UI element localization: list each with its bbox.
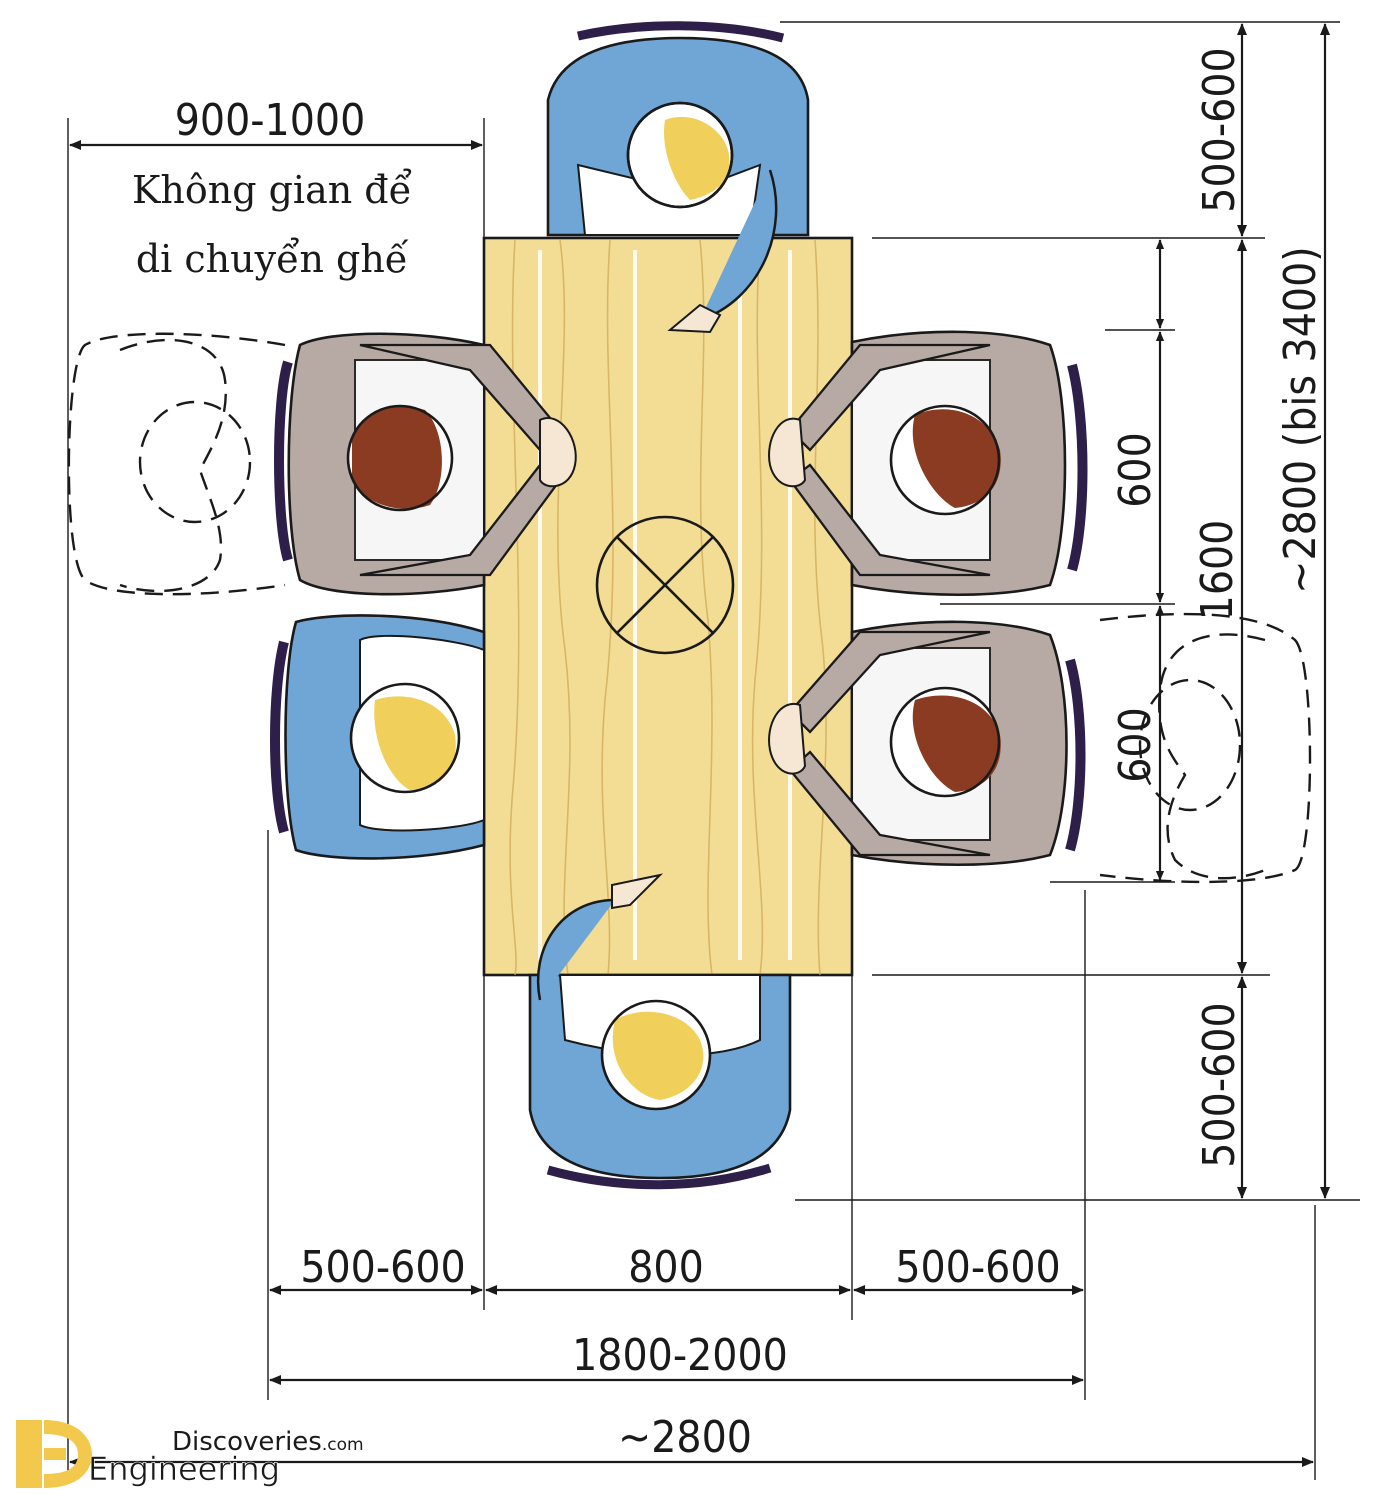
label-seat-spacing-upper: 600 xyxy=(1110,432,1161,508)
move-space-note: Không gian để di chuyển ghế xyxy=(132,168,412,281)
label-top-clearance: 500-600 xyxy=(1194,47,1245,212)
label-left-clearance: 500-600 xyxy=(300,1242,465,1293)
diner-right-upper xyxy=(768,330,1088,597)
dashed-chair-left xyxy=(67,332,286,596)
dashed-chair-right xyxy=(1099,612,1312,884)
watermark-line1: Discoveries xyxy=(172,1427,322,1457)
note-line-2: di chuyển ghế xyxy=(136,237,409,281)
label-table-length: 1600 xyxy=(1192,520,1243,621)
dimension-labels: 900-1000 500-600 800 500-600 1800-2000 ~… xyxy=(175,47,1326,1463)
diner-left-upper xyxy=(274,332,577,596)
label-bottom-clearance: 500-600 xyxy=(1194,1002,1245,1167)
diner-bottom xyxy=(528,873,792,1190)
dining-table xyxy=(482,236,854,977)
centerpiece-symbol xyxy=(595,515,735,655)
watermark-line2: Engineering xyxy=(88,1450,280,1488)
watermark-suffix: .com xyxy=(322,1435,364,1455)
label-room-width: ~2800 xyxy=(618,1412,752,1463)
label-seating-width: 1800-2000 xyxy=(572,1330,788,1381)
diner-left-lower xyxy=(270,614,486,860)
label-table-width: 800 xyxy=(628,1242,704,1293)
diner-top xyxy=(546,21,810,334)
label-right-clearance: 500-600 xyxy=(895,1242,1060,1293)
svg-text:Discoveries.com: Discoveries.com xyxy=(172,1427,364,1457)
watermark: Discoveries.com Engineering xyxy=(16,1420,364,1488)
label-seat-spacing-lower: 600 xyxy=(1110,707,1161,783)
note-line-1: Không gian để xyxy=(132,168,412,212)
label-room-length: ~2800 (bis 3400) xyxy=(1275,246,1326,593)
engineering-discoveries-logo-icon xyxy=(16,1420,92,1488)
label-move-space-width: 900-1000 xyxy=(175,95,366,146)
dimension-lines xyxy=(69,23,1330,1467)
diner-right-lower xyxy=(768,620,1086,867)
